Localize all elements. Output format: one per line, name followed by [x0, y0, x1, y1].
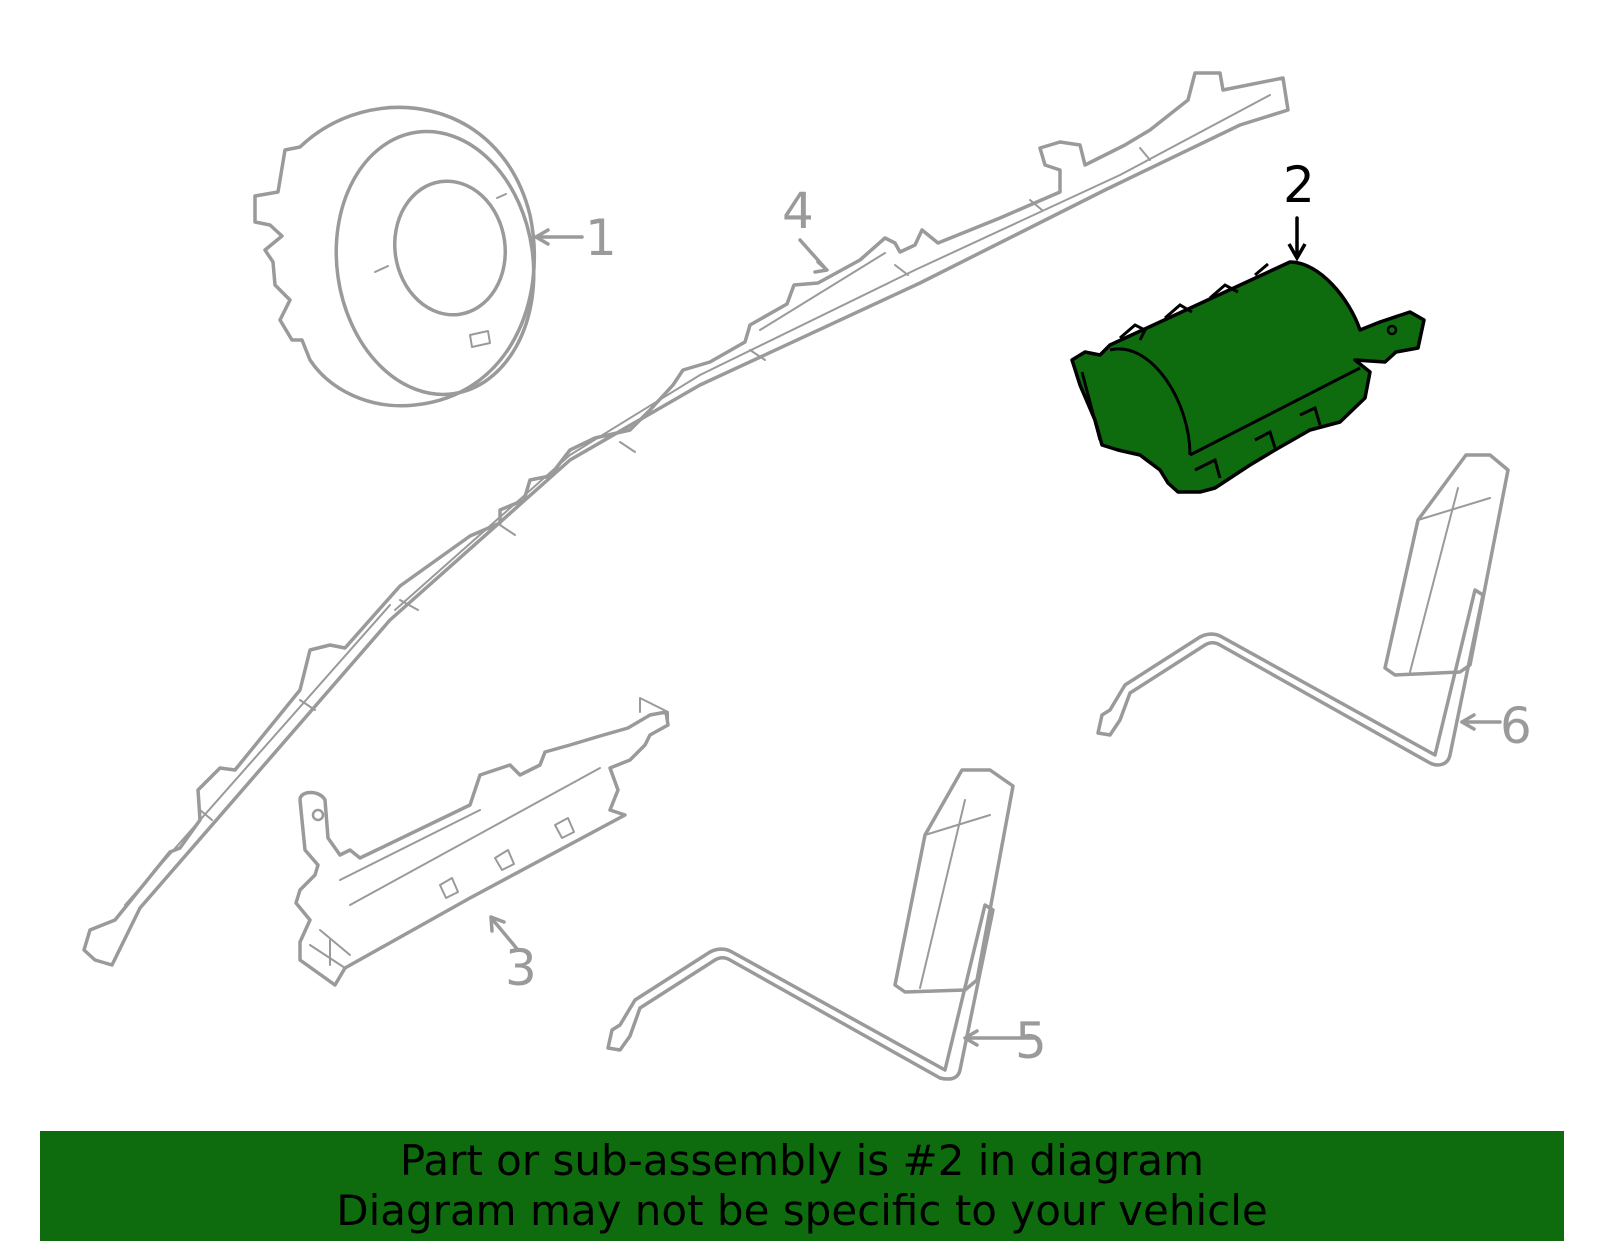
part-4-curtain-airbag[interactable]: [82, 71, 1290, 967]
callout-6[interactable]: 6: [1500, 697, 1532, 755]
part-5-side-airbag[interactable]: [606, 768, 1035, 1081]
banner-line-part: Part or sub-assembly is #2 in diagram: [399, 1136, 1205, 1185]
info-banner: Part or sub-assembly is #2 in diagram Di…: [40, 1131, 1564, 1241]
callout-2[interactable]: 2: [1283, 156, 1315, 214]
callout-5[interactable]: 5: [1015, 1012, 1047, 1070]
part-1-driver-airbag[interactable]: [253, 105, 550, 408]
callout-3[interactable]: 3: [505, 939, 537, 997]
part-6-side-airbag[interactable]: [1096, 453, 1510, 767]
callout-4[interactable]: 4: [782, 182, 814, 240]
banner-line-disclaimer: Diagram may not be specific to your vehi…: [336, 1186, 1268, 1235]
callout-1[interactable]: 1: [585, 209, 617, 267]
part-2-passenger-airbag[interactable]: [1070, 216, 1426, 494]
callout-1-arrowhead: [534, 228, 550, 246]
part-3-knee-airbag[interactable]: [294, 697, 670, 987]
